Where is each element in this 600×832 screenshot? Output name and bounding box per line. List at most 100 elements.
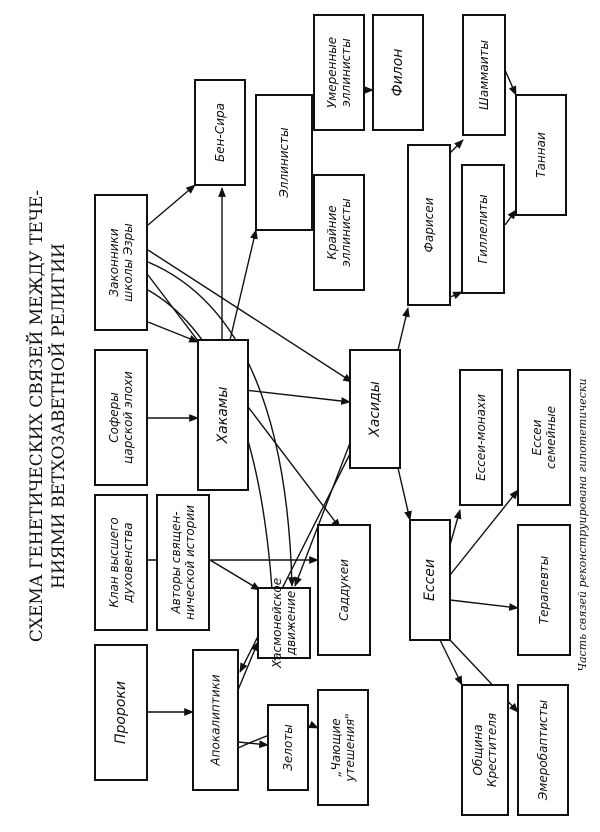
node-umerennye-label-1: Умеренные <box>325 37 339 108</box>
title-line-1: СХЕМА ГЕНЕТИЧЕСКИХ СВЯЗЕЙ МЕЖДУ ТЕЧЕ- <box>26 190 47 642</box>
node-chayushchie-label-2: утешения" <box>343 713 357 782</box>
node-avtory: Авторы священ-нической истории <box>156 494 210 631</box>
node-klan-label-2: духовенства <box>121 522 135 603</box>
node-zakonniki-box <box>94 194 148 331</box>
caption-text: Часть связей реконструирована гипотетиче… <box>576 378 589 671</box>
node-esseni-semeinye-box <box>517 369 571 506</box>
node-klan-box <box>94 494 148 631</box>
node-hakamy-box <box>197 339 249 491</box>
node-krainie-box <box>313 174 365 291</box>
node-emerobaptisty: Эмеробаптисты <box>517 684 569 816</box>
node-obshchina-label-1: Община <box>471 724 485 775</box>
node-hasidy-label-1: Хасиды <box>367 381 383 438</box>
edge-zakonniki-hakamy <box>147 321 199 343</box>
edge-esseni-esseni-semeinye <box>449 489 519 576</box>
edge-zakonniki-ben-sira <box>147 184 196 226</box>
node-tannai: Таннаи <box>515 94 567 216</box>
node-apokaliptiki-box <box>192 649 239 791</box>
node-hasmoneiskoe-label-1: Хасмонейское <box>270 578 284 669</box>
edge-hakamy-hasidy <box>244 389 351 405</box>
node-terapevty: Терапевты <box>517 524 571 656</box>
edge-zakonniki-hasmoneiskoe <box>147 261 296 587</box>
node-soferi-label-2: царской эпохи <box>121 371 135 464</box>
node-ben-sira-label-1: Бен-Сира <box>213 103 227 162</box>
diagram-title: СХЕМА ГЕНЕТИЧЕСКИХ СВЯЗЕЙ МЕЖДУ ТЕЧЕ- НИ… <box>26 190 69 642</box>
node-tannai-label-1: Таннаи <box>534 132 548 178</box>
node-soferi-label-1: Соферы <box>107 392 121 442</box>
node-filon-label-1: Филон <box>390 49 406 97</box>
node-esseni-monahi: Ессеи-монахи <box>459 369 503 506</box>
edge-hasidy-esseni <box>397 467 412 521</box>
node-saddukei-label-1: Саддукеи <box>337 559 351 621</box>
node-apokaliptiki: Апокалиптики <box>192 649 239 791</box>
node-obshchina-label-2: Крестителя <box>485 713 499 787</box>
node-esseni-monahi-label-1: Ессеи-монахи <box>474 394 488 481</box>
node-krainie-label-2: эллинисты <box>339 198 353 266</box>
node-hasidy: Хасиды <box>349 349 401 469</box>
node-soferi-box <box>94 349 148 486</box>
node-hasidy-box <box>349 349 401 469</box>
node-avtory-label-1: Авторы священ- <box>169 511 183 614</box>
node-krainie-label-1: Крайние <box>325 205 339 259</box>
node-zeloty-label-1: Зелоты <box>281 724 295 771</box>
node-zeloty: Зелоты <box>267 704 309 791</box>
node-hasmoneiskoe-box <box>257 587 311 659</box>
node-klan-label-1: Клан высшего <box>107 517 121 607</box>
node-shammaity: Шаммаиты <box>462 14 506 136</box>
node-ellinisty-box <box>255 94 313 231</box>
node-terapevty-label-1: Терапевты <box>537 556 551 624</box>
node-zeloty-box <box>267 704 309 791</box>
node-hakamy: Хакамы <box>197 339 249 491</box>
node-umerennye-box <box>313 14 365 131</box>
node-ellinisty-label-1: Эллинисты <box>277 127 291 198</box>
edge-avtory-hasmoneiskoe <box>209 559 261 591</box>
node-emerobaptisty-label-1: Эмеробаптисты <box>536 700 550 801</box>
node-ellinisty: Эллинисты <box>255 94 313 231</box>
edge-shammaity-tannai <box>504 69 517 96</box>
edge-apokaliptiki-zeloty <box>237 740 269 749</box>
node-filon: Филон <box>372 14 424 131</box>
node-gillelity: Гиллелиты <box>461 164 505 294</box>
edge-hasidy-hasmoneiskoe <box>294 429 356 587</box>
node-farisei-label-1: Фарисеи <box>422 197 436 252</box>
node-farisei-box <box>407 144 451 306</box>
node-zakonniki-label-2: школы Эзры <box>121 223 135 301</box>
node-saddukei: Саддукеи <box>317 524 371 656</box>
node-ben-sira: Бен-Сира <box>194 79 246 186</box>
node-proroki-label-1: Пророки <box>113 681 129 744</box>
node-filon-box <box>372 14 424 131</box>
node-ben-sira-box <box>194 79 246 186</box>
node-shammaity-label-1: Шаммаиты <box>477 40 491 110</box>
node-shammaity-box <box>462 14 506 136</box>
diagram-caption: Часть связей реконструирована гипотетиче… <box>576 378 589 671</box>
node-avtory-label-2: нической истории <box>183 505 197 620</box>
node-tannai-box <box>515 94 567 216</box>
node-esseni-label-1: Ессеи <box>422 559 438 601</box>
node-avtory-box <box>156 494 210 631</box>
node-hakamy-label-1: Хакамы <box>215 387 231 445</box>
node-esseni-monahi-box <box>459 369 503 506</box>
node-proroki-box <box>94 644 148 781</box>
node-umerennye-label-2: эллинисты <box>339 38 353 106</box>
node-chayushchie-box <box>317 689 369 806</box>
title-line-2: НИЯМИ ВЕТХОЗАВЕТНОЙ РЕЛИГИИ <box>48 243 69 589</box>
edge-esseni-terapevty <box>449 599 519 611</box>
node-emerobaptisty-box <box>517 684 569 816</box>
edge-esseni-esseni-monahi <box>449 509 462 546</box>
edge-esseni-obshchina <box>439 639 463 686</box>
edge-zakonniki-hasidy <box>147 249 353 383</box>
node-farisei: Фарисеи <box>407 144 451 306</box>
edge-apokaliptiki-hasmoneiskoe <box>237 641 259 691</box>
node-obshchina-box <box>461 684 509 816</box>
node-apokaliptiki-label-1: Апокалиптики <box>209 674 223 766</box>
node-esseni-semeinye-label-1: Ессеи <box>530 419 544 455</box>
